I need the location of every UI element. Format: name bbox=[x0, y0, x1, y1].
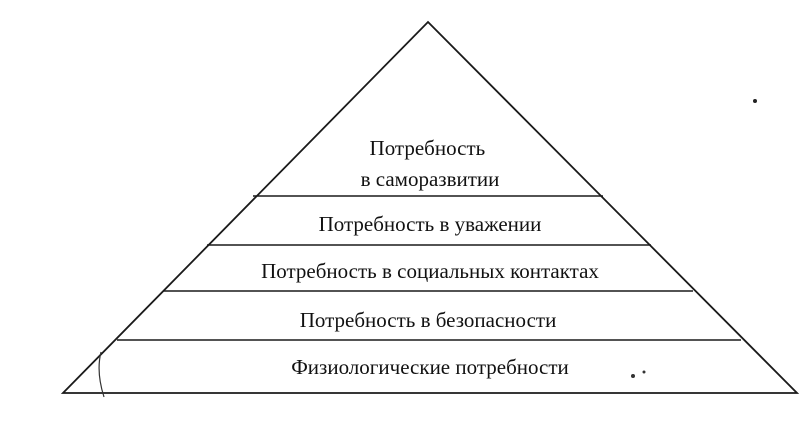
level-label-line: Потребность bbox=[370, 136, 486, 160]
level-label-esteem: Потребность в уважении bbox=[319, 212, 542, 236]
level-label-line: в саморазвитии bbox=[361, 167, 500, 191]
scan-mark bbox=[98, 351, 105, 398]
level-label-physiological: Физиологические потребности bbox=[291, 355, 569, 379]
scan-dot bbox=[631, 374, 635, 378]
level-label-self-actualization: Потребность в саморазвитии bbox=[361, 136, 500, 191]
scan-dot bbox=[753, 99, 757, 103]
scan-dot bbox=[642, 370, 646, 374]
level-label-safety: Потребность в безопасности bbox=[300, 308, 557, 332]
pyramid-outline bbox=[60, 20, 800, 394]
level-label-social: Потребность в социальных контактах bbox=[261, 259, 599, 283]
